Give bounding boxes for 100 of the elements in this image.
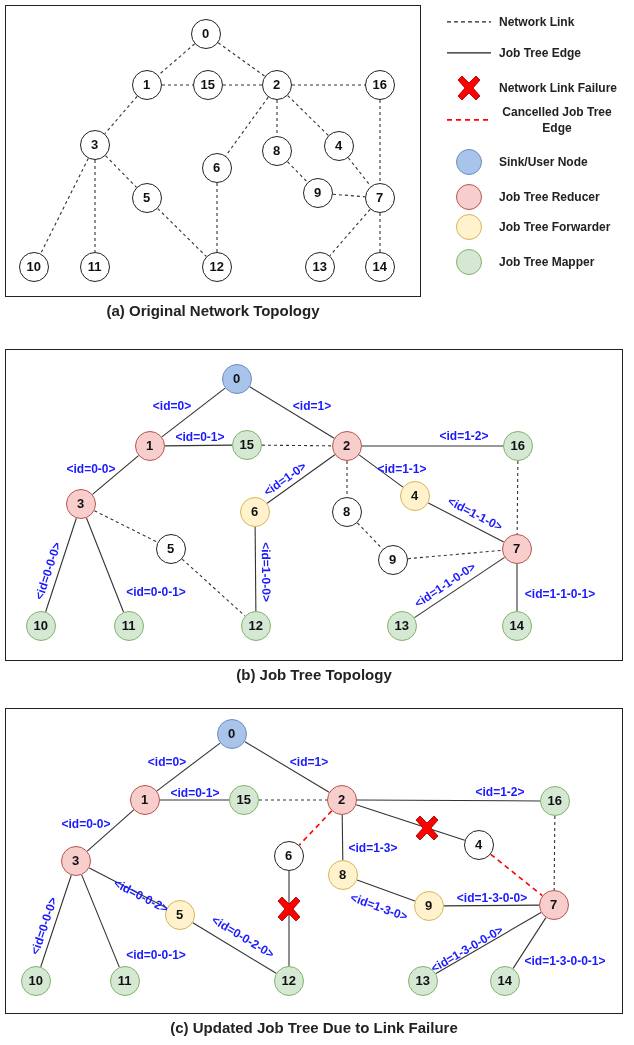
node-circle: 16 bbox=[539, 785, 570, 816]
edge-label: <id=1-3-0-0> bbox=[456, 892, 528, 904]
network-link bbox=[286, 161, 309, 183]
node-circle: 7 bbox=[538, 889, 569, 920]
job-tree-edge bbox=[244, 741, 330, 793]
node-circle: 4 bbox=[463, 829, 494, 860]
node-circle: 8 bbox=[331, 496, 362, 527]
network-link bbox=[217, 42, 266, 77]
job-tree-edge bbox=[40, 874, 72, 968]
network-link bbox=[261, 444, 333, 447]
network-link bbox=[222, 84, 263, 86]
legend-label: Network Link Failure bbox=[499, 79, 619, 97]
network-link bbox=[93, 510, 159, 543]
job-tree-edge bbox=[266, 454, 336, 504]
legend-label: Job Tree Mapper bbox=[499, 253, 596, 271]
job-tree-edge bbox=[361, 445, 504, 447]
node-circle: 0 bbox=[190, 18, 221, 49]
network-link bbox=[181, 558, 246, 617]
legend-label: Job Tree Edge bbox=[499, 44, 583, 62]
edge-label: <id=0> bbox=[147, 756, 187, 768]
job-tree-edge bbox=[45, 517, 77, 613]
node-circle: 8 bbox=[327, 859, 358, 890]
job-tree-edge bbox=[85, 517, 125, 613]
edge-label: <id=1> bbox=[292, 400, 332, 412]
node-circle: 15 bbox=[231, 429, 262, 460]
network-link bbox=[216, 182, 218, 253]
node-circle: 3 bbox=[60, 845, 91, 876]
node-circle: 15 bbox=[192, 69, 223, 100]
edge-label: <id=1-1> bbox=[377, 463, 427, 475]
job-tree-edge bbox=[356, 799, 541, 802]
edge-label: <id=1-2> bbox=[475, 786, 525, 798]
cancelled-edge bbox=[489, 853, 544, 897]
network-link bbox=[104, 95, 138, 135]
job-tree-edge bbox=[288, 870, 290, 967]
node-circle: 11 bbox=[79, 251, 110, 282]
node-circle: 14 bbox=[501, 610, 532, 641]
node-circle: 12 bbox=[273, 965, 304, 996]
node-circle: 14 bbox=[489, 965, 520, 996]
job-tree-edge bbox=[512, 917, 547, 969]
node-circle: 16 bbox=[364, 69, 395, 100]
job-tree-edge bbox=[86, 809, 135, 852]
network-link bbox=[157, 208, 207, 258]
network-link bbox=[332, 193, 366, 198]
edge-label: <id=1-0-0> bbox=[259, 542, 273, 602]
edge-label: <id=0> bbox=[152, 400, 192, 412]
node-circle: 6 bbox=[239, 496, 270, 527]
node-circle: 3 bbox=[65, 488, 96, 519]
panel-caption: (b) Job Tree Topology bbox=[235, 666, 393, 683]
job-tree-edge bbox=[159, 799, 230, 801]
edge-label: <id=1-3-0-0-1> bbox=[524, 955, 606, 967]
node-circle: 1 bbox=[134, 430, 165, 461]
network-link bbox=[40, 157, 89, 255]
job-tree-edge bbox=[254, 526, 257, 612]
node-circle: 6 bbox=[201, 152, 232, 183]
node-circle: 5 bbox=[131, 182, 162, 213]
edge-label: <id=1-3> bbox=[348, 842, 398, 854]
node-circle: 4 bbox=[399, 480, 430, 511]
node-circle: 11 bbox=[113, 610, 144, 641]
edge-label: <id=1> bbox=[289, 756, 329, 768]
node-circle: 12 bbox=[240, 610, 271, 641]
node-circle: 7 bbox=[364, 182, 395, 213]
job-tree-edge bbox=[516, 563, 518, 612]
job-tree-edge bbox=[91, 455, 140, 495]
node-circle: 10 bbox=[25, 610, 56, 641]
node-circle: 13 bbox=[386, 610, 417, 641]
node-circle: 7 bbox=[501, 533, 532, 564]
edge-label: <id=0-0-1> bbox=[126, 586, 186, 598]
network-link bbox=[347, 157, 372, 187]
edge-label: <id=1-1-0-1> bbox=[524, 588, 596, 600]
network-link bbox=[407, 549, 503, 560]
job-tree-edge bbox=[161, 387, 226, 438]
node-circle: 13 bbox=[304, 251, 335, 282]
job-tree-edge bbox=[443, 904, 540, 907]
network-link bbox=[104, 155, 138, 188]
job-tree-edge bbox=[413, 556, 506, 619]
job-tree-edge bbox=[355, 804, 466, 841]
job-tree-edge bbox=[164, 444, 233, 447]
node-circle: 1 bbox=[129, 784, 160, 815]
node-circle: 10 bbox=[18, 251, 49, 282]
node-circle: 12 bbox=[201, 251, 232, 282]
job-tree-edge bbox=[358, 454, 404, 488]
node-circle: 3 bbox=[79, 129, 110, 160]
node-circle: 9 bbox=[302, 177, 333, 208]
network-link bbox=[379, 99, 381, 184]
job-tree-edge bbox=[341, 814, 344, 861]
node-circle: 15 bbox=[228, 784, 259, 815]
edge-label: <id=0-0> bbox=[61, 818, 111, 830]
edge-label: <id=0-1> bbox=[175, 431, 225, 443]
node-circle: 0 bbox=[216, 718, 247, 749]
panel-caption: (a) Original Network Topology bbox=[105, 302, 321, 319]
job-tree-edge bbox=[81, 874, 120, 968]
node-circle: 1 bbox=[131, 69, 162, 100]
panel-caption: (c) Updated Job Tree Due to Link Failure bbox=[169, 1019, 459, 1036]
job-tree-edge bbox=[356, 879, 416, 902]
node-circle: 6 bbox=[273, 840, 304, 871]
edge-label: <id=0-1> bbox=[170, 787, 220, 799]
node-circle: 14 bbox=[364, 251, 395, 282]
edge-label: <id=0-0> bbox=[66, 463, 116, 475]
job-tree-edge bbox=[156, 742, 221, 792]
node-circle: 10 bbox=[20, 965, 51, 996]
